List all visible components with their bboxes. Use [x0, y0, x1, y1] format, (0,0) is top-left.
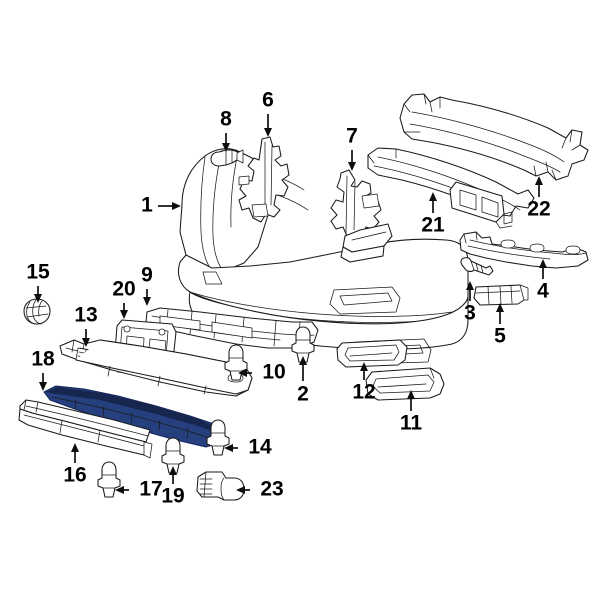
callout-label-3: 3 [464, 302, 476, 325]
part-bumper-reinforcement-beam[interactable] [399, 93, 589, 181]
part-lower-grille[interactable] [59, 339, 253, 397]
callout-label-5: 5 [494, 325, 506, 348]
callout-13[interactable]: 13 [74, 304, 98, 347]
part-side-spacer[interactable] [473, 284, 529, 306]
callout-label-19: 19 [161, 485, 184, 508]
callout-label-2: 2 [297, 383, 309, 406]
callout-8[interactable]: 8 [220, 108, 232, 152]
callout-label-11: 11 [400, 412, 423, 435]
callout-4[interactable]: 4 [537, 259, 549, 303]
callout-label-22: 22 [527, 198, 550, 221]
callout-6[interactable]: 6 [262, 89, 274, 137]
callout-label-16: 16 [63, 464, 86, 487]
callout-1[interactable]: 1 [141, 194, 181, 217]
part-left-side-bracket[interactable] [238, 136, 290, 223]
callout-label-6: 6 [262, 89, 274, 112]
callout-7[interactable]: 7 [346, 125, 358, 171]
callout-label-18: 18 [31, 348, 55, 371]
callout-label-12: 12 [352, 381, 375, 404]
callout-label-15: 15 [26, 261, 50, 284]
part-bumper-beam-lower[interactable] [367, 147, 535, 229]
callout-22[interactable]: 22 [527, 176, 551, 221]
part-parking-sensor-retainer[interactable] [196, 471, 245, 501]
callout-2[interactable]: 2 [297, 356, 309, 406]
callout-label-9: 9 [141, 264, 153, 287]
callout-label-10: 10 [262, 361, 285, 384]
callout-3[interactable]: 3 [464, 281, 476, 325]
callout-23[interactable]: 23 [236, 478, 284, 501]
callout-label-13: 13 [74, 304, 97, 327]
callout-10[interactable]: 10 [238, 361, 286, 384]
callout-16[interactable]: 16 [63, 443, 87, 487]
part-bolt-screw[interactable] [460, 257, 494, 276]
part-lower-spoiler-molding[interactable] [18, 399, 153, 459]
callout-21[interactable]: 21 [421, 192, 445, 237]
part-retainer-clip-10[interactable] [224, 344, 248, 381]
callout-label-21: 21 [421, 214, 445, 237]
callout-label-8: 8 [220, 108, 232, 131]
part-left-fog-light-cover[interactable] [336, 339, 408, 368]
part-push-pin-clip[interactable] [210, 149, 244, 167]
callout-5[interactable]: 5 [494, 303, 506, 348]
callout-17[interactable]: 17 [115, 478, 163, 501]
callout-20[interactable]: 20 [112, 278, 136, 319]
callout-label-23: 23 [260, 478, 283, 501]
part-upper-absorber-bracket[interactable] [459, 231, 589, 269]
callout-label-14: 14 [248, 436, 272, 459]
callout-label-4: 4 [537, 280, 549, 303]
callout-layer: 1 2 3 4 5 6 7 [26, 89, 550, 508]
part-right-fog-light-cover[interactable] [365, 367, 445, 401]
callout-label-7: 7 [346, 125, 358, 148]
part-retainer-clip-14[interactable] [206, 419, 230, 456]
callout-label-1: 1 [141, 194, 153, 217]
callout-19[interactable]: 19 [161, 466, 185, 508]
callout-label-17: 17 [139, 478, 162, 501]
callout-18[interactable]: 18 [31, 348, 55, 391]
callout-14[interactable]: 14 [224, 436, 272, 459]
part-right-side-bracket[interactable] [330, 169, 393, 263]
callout-12[interactable]: 12 [352, 362, 376, 404]
callout-11[interactable]: 11 [400, 390, 423, 435]
callout-label-20: 20 [112, 278, 135, 301]
callout-15[interactable]: 15 [26, 261, 50, 303]
callout-9[interactable]: 9 [141, 264, 153, 306]
part-grommet-bushing[interactable] [23, 298, 51, 325]
part-retainer-clip-17[interactable] [97, 461, 121, 498]
